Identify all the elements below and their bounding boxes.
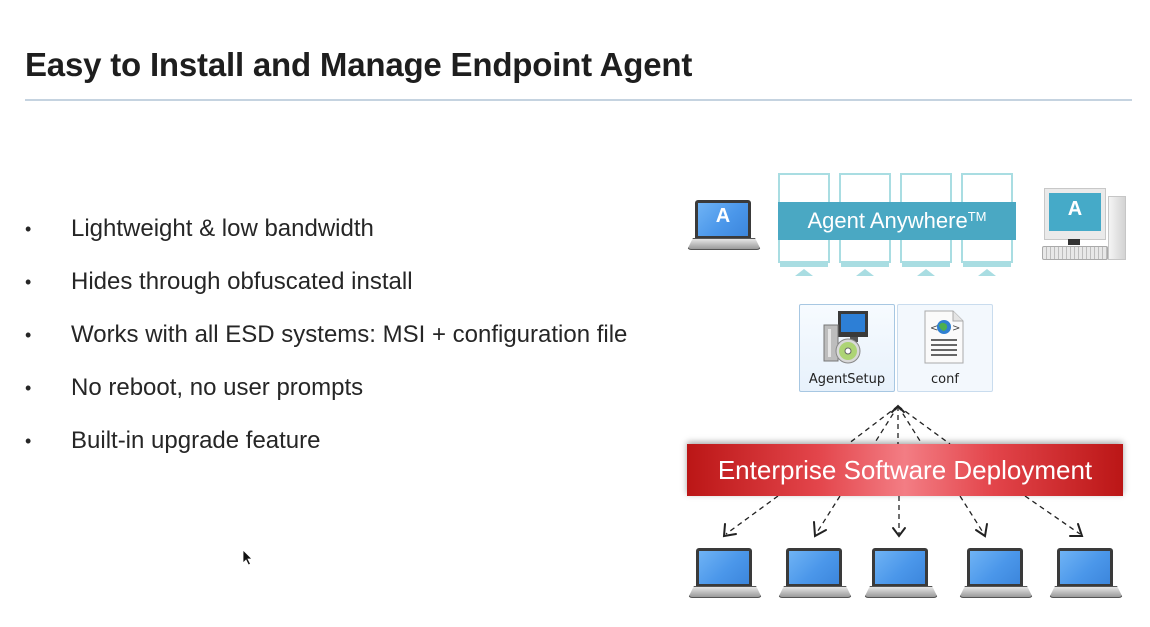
slide-title: Easy to Install and Manage Endpoint Agen… [25,46,693,83]
arrowhead-icon [891,404,905,413]
target-arrow-line [1024,495,1081,535]
bullet-item: • Lightweight & low bandwidth [25,213,685,245]
target-arrow-line [959,495,985,535]
bullet-text: Lightweight & low bandwidth [71,215,374,242]
bullet-marker: • [25,272,32,292]
trademark-symbol: TM [967,209,987,224]
source-line [873,405,899,445]
arrowhead-icon [1069,523,1084,537]
agent-anywhere-label: Agent Anywhere [807,208,968,233]
bullet-item: • Works with all ESD systems: MSI + confi… [25,319,685,351]
target-laptop-icon [1049,548,1123,598]
agentsetup-file[interactable]: AgentSetup [799,304,895,392]
file-name: conf [931,372,959,387]
agent-letter: A [1067,198,1083,220]
conf-file[interactable]: < > conf [897,304,993,392]
bullet-marker: • [25,219,32,239]
bullet-marker: • [25,431,32,451]
target-arrow-line [725,495,779,535]
web-config-file-icon: < > [924,310,964,364]
arrowhead-icon [813,521,827,538]
source-line [847,405,899,445]
arrowhead-icon [975,523,988,538]
target-laptop-icon [688,548,762,598]
bullet-text: Works with all ESD systems: MSI + config… [71,321,628,348]
agent-letter: A [715,205,731,227]
agent-desktop-icon: A [1042,188,1130,266]
target-arrow-line [815,495,841,535]
file-name: AgentSetup [808,372,886,387]
bullet-item: • Built-in upgrade feature [25,425,685,457]
target-laptop-icon [864,548,938,598]
agent-laptop-icon: A [687,200,761,250]
mouse-cursor-icon [242,549,253,566]
bullet-item: • Hides through obfuscated install [25,266,685,298]
msi-installer-icon [823,311,868,364]
bullet-list: • Lightweight & low bandwidth • Hides thro… [25,213,685,478]
arrowhead-icon [722,523,737,538]
bullet-marker: • [25,378,32,398]
source-line [897,405,951,445]
bullet-item: • No reboot, no user prompts [25,372,685,404]
bullet-text: Built-in upgrade feature [71,427,321,454]
bullet-text: Hides through obfuscated install [71,268,413,295]
target-laptop-icon [959,548,1033,598]
arrowhead-icon [892,527,906,538]
agent-anywhere-banner: Agent AnywhereTM [778,202,1016,240]
deployment-arrows [722,404,1084,538]
target-laptop-icon [778,548,852,598]
bullet-marker: • [25,325,32,345]
svg-text:<: < [930,323,938,334]
source-line [897,405,923,445]
svg-text:>: > [952,323,960,334]
title-divider [25,99,1132,101]
esd-banner: Enterprise Software Deployment [687,444,1123,496]
bullet-text: No reboot, no user prompts [71,374,364,401]
